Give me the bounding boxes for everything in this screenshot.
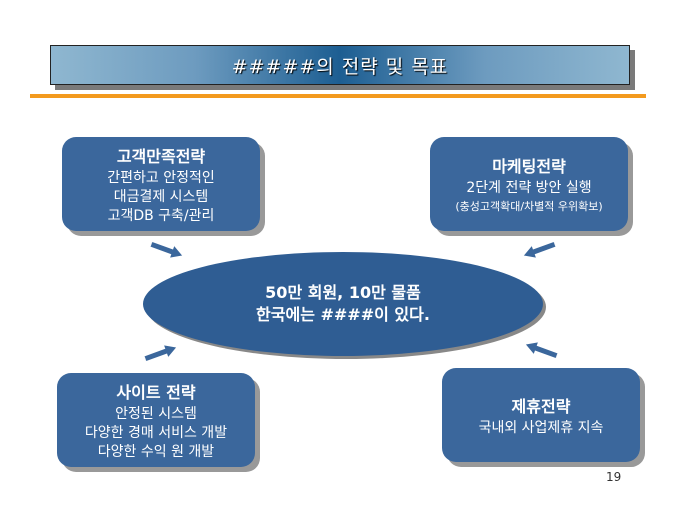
- page-number: 19: [606, 470, 622, 484]
- arrow-icon: [524, 341, 559, 360]
- box-line: 다양한 수익 원 개발: [97, 443, 215, 460]
- goal-line-1: 50만 회원, 10만 물품: [265, 283, 421, 302]
- alliance-strategy-box: 제휴전략 국내외 사업제휴 지속: [442, 368, 640, 462]
- arrow-icon: [522, 240, 557, 259]
- box-heading: 제휴전략: [511, 396, 571, 416]
- box-line: 대금결제 시스템: [113, 188, 209, 205]
- box-line: 2단계 전략 방안 실행: [466, 180, 592, 196]
- box-line: 국내외 사업제휴 지속: [478, 419, 604, 436]
- slide-title: #####의 전략 및 목표: [231, 55, 449, 78]
- center-goal-ellipse: 50만 회원, 10만 물품 한국에는 ####이 있다.: [143, 252, 543, 356]
- goal-line-2: 한국에는 ####이 있다.: [256, 305, 430, 324]
- box-line: 다양한 경매 서비스 개발: [84, 424, 228, 441]
- customer-strategy-box: 고객만족전략 간편하고 안정적인 대금결제 시스템 고객DB 구축/관리: [62, 137, 260, 231]
- arrow-icon: [143, 344, 178, 363]
- box-line: 간편하고 안정적인: [107, 169, 215, 186]
- box-heading: 마케팅전략: [492, 157, 566, 176]
- site-strategy-box: 사이트 전략 안정된 시스템 다양한 경매 서비스 개발 다양한 수익 원 개발: [57, 373, 255, 467]
- box-line: 안정된 시스템: [115, 405, 197, 422]
- slide-title-bar: #####의 전략 및 목표: [50, 45, 630, 85]
- box-heading: 사이트 전략: [116, 382, 196, 402]
- orange-divider: [30, 94, 646, 98]
- box-line: 고객DB 구축/관리: [107, 207, 215, 224]
- marketing-strategy-box: 마케팅전략 2단계 전략 방안 실행 (충성고객확대/차별적 우위확보): [430, 137, 628, 231]
- box-heading: 고객만족전략: [116, 146, 206, 166]
- box-subline: (충성고객확대/차별적 우위확보): [455, 200, 603, 213]
- arrow-icon: [149, 240, 184, 259]
